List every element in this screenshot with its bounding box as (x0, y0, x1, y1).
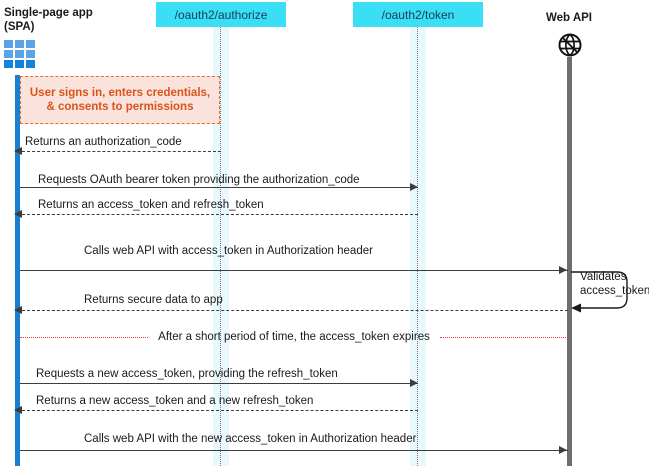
message-line-1 (22, 151, 221, 152)
app-grid-icon (4, 40, 35, 68)
self-loop-label-webapi: Validates access_token (580, 271, 649, 297)
message-label-8: Calls web API with the new access_token … (84, 433, 417, 445)
participant-label-spa: Single-page app (SPA) (4, 7, 93, 33)
message-label-1: Returns an authorization_code (25, 136, 182, 148)
message-label-7: Returns a new access_token and a new ref… (36, 395, 314, 407)
message-arrowhead-3 (14, 210, 22, 218)
separator-line-right (439, 336, 569, 338)
message-line-3 (22, 214, 418, 215)
lifeline-token (417, 27, 418, 466)
message-line-8 (20, 450, 568, 451)
message-arrowhead-2 (410, 183, 418, 191)
message-arrowhead-1 (14, 147, 22, 155)
message-arrowhead-4 (559, 266, 567, 274)
message-arrowhead-7 (14, 406, 22, 414)
message-arrowhead-5 (14, 306, 22, 314)
participant-box-token[interactable]: /oauth2/token (353, 2, 483, 27)
message-line-4 (20, 270, 568, 271)
message-line-6 (20, 383, 418, 384)
message-line-2 (20, 187, 418, 188)
message-arrowhead-6 (410, 379, 418, 387)
message-arrowhead-8 (559, 446, 567, 454)
message-line-7 (22, 410, 418, 411)
message-label-2: Requests OAuth bearer token providing th… (38, 174, 360, 186)
separator-token-expires: After a short period of time, the access… (20, 331, 569, 343)
separator-label: After a short period of time, the access… (158, 331, 430, 343)
self-loop-webapi (569, 268, 649, 318)
message-label-6: Requests a new access_token, providing t… (36, 368, 338, 380)
lifeline-webapi (567, 57, 572, 466)
message-label-3: Returns an access_token and refresh_toke… (38, 199, 264, 211)
message-label-4: Calls web API with access_token in Autho… (84, 245, 373, 257)
participant-box-authorize[interactable]: /oauth2/authorize (156, 2, 286, 27)
message-label-5: Returns secure data to app (84, 294, 223, 306)
message-line-5 (22, 310, 568, 311)
lifeline-band-token (410, 27, 426, 466)
lifeline-band-authorize (213, 27, 229, 466)
globe-icon (557, 32, 583, 63)
lifeline-spa (15, 75, 20, 466)
separator-line-left (20, 336, 149, 338)
participant-label-webapi: Web API (546, 12, 593, 24)
lifeline-authorize (220, 27, 221, 466)
note-user-signin: User signs in, enters credentials, & con… (20, 76, 220, 124)
